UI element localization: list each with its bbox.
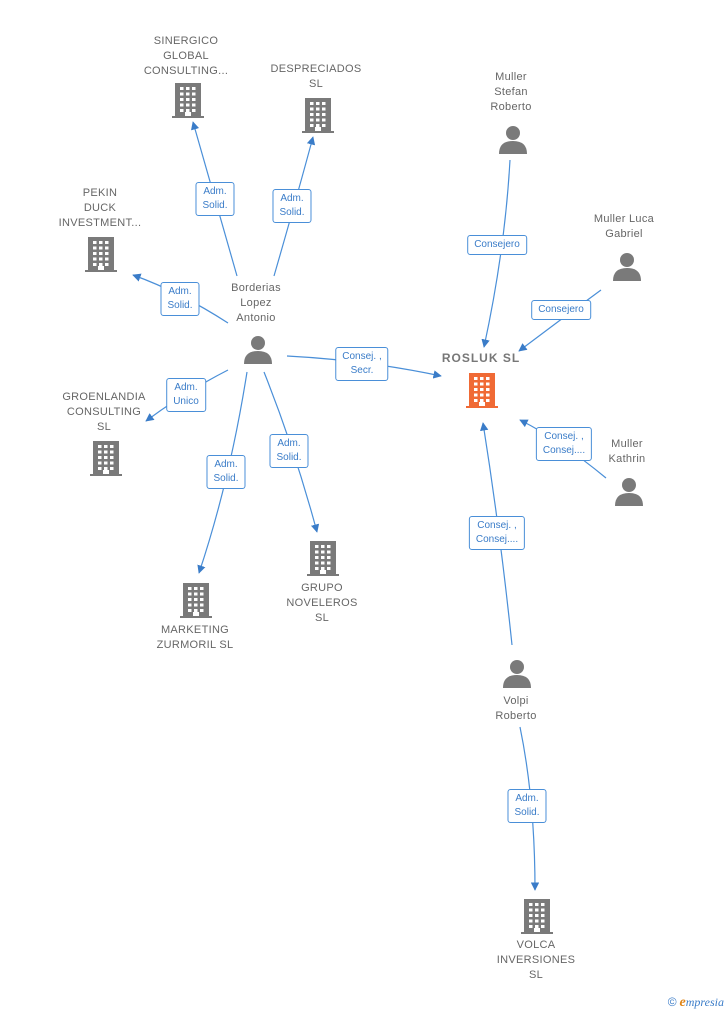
edge-label-e-volpi: Consej. ,Consej.... — [468, 516, 526, 550]
edge-label-e-groenlandia: Adm.Unico — [166, 378, 206, 412]
edge-label-e-luca: Consejero — [531, 300, 591, 320]
kathrin-person-icon[interactable] — [615, 478, 643, 506]
edge-label-e-pekin: Adm.Solid. — [160, 282, 200, 316]
rosluk-building-icon[interactable] — [466, 373, 498, 408]
stefan-person-icon[interactable] — [499, 126, 527, 154]
grupo-building-icon[interactable] — [307, 541, 339, 576]
volpi-person-icon[interactable] — [503, 660, 531, 688]
edge-line-e-luca — [518, 289, 602, 352]
borderias-person-icon[interactable] — [244, 336, 272, 364]
sinergico-building-icon[interactable] — [172, 83, 204, 118]
copyright-symbol: © — [667, 995, 677, 1009]
brand-initial: e — [679, 995, 686, 1010]
despreciados-building-icon[interactable] — [302, 98, 334, 133]
edge-label-e-kathrin: Consej. ,Consej.... — [535, 427, 593, 461]
groenlandia-building-icon[interactable] — [90, 441, 122, 476]
brand-name: mpresia — [685, 995, 724, 1009]
edge-label-e-rosluk-borderias: Consej. ,Secr. — [335, 347, 389, 381]
empresia-logo: ©empresia — [668, 995, 724, 1011]
icons-layer — [85, 83, 643, 934]
edge-label-e-grupo: Adm.Solid. — [269, 434, 309, 468]
edge-label-e-despreciados: Adm.Solid. — [272, 189, 312, 223]
node-label-rosluk[interactable]: ROSLUK SL — [441, 351, 521, 365]
edge-label-e-stefan: Consejero — [467, 235, 527, 255]
edge-label-e-volca: Adm.Solid. — [507, 789, 547, 823]
edge-label-e-marketing: Adm.Solid. — [206, 455, 246, 489]
volca-building-icon[interactable] — [521, 899, 553, 934]
pekin-building-icon[interactable] — [85, 237, 117, 272]
edges-layer — [132, 121, 607, 891]
edge-label-e-sinergico: Adm.Solid. — [195, 182, 235, 216]
luca-person-icon[interactable] — [613, 253, 641, 281]
marketing-building-icon[interactable] — [180, 583, 212, 618]
